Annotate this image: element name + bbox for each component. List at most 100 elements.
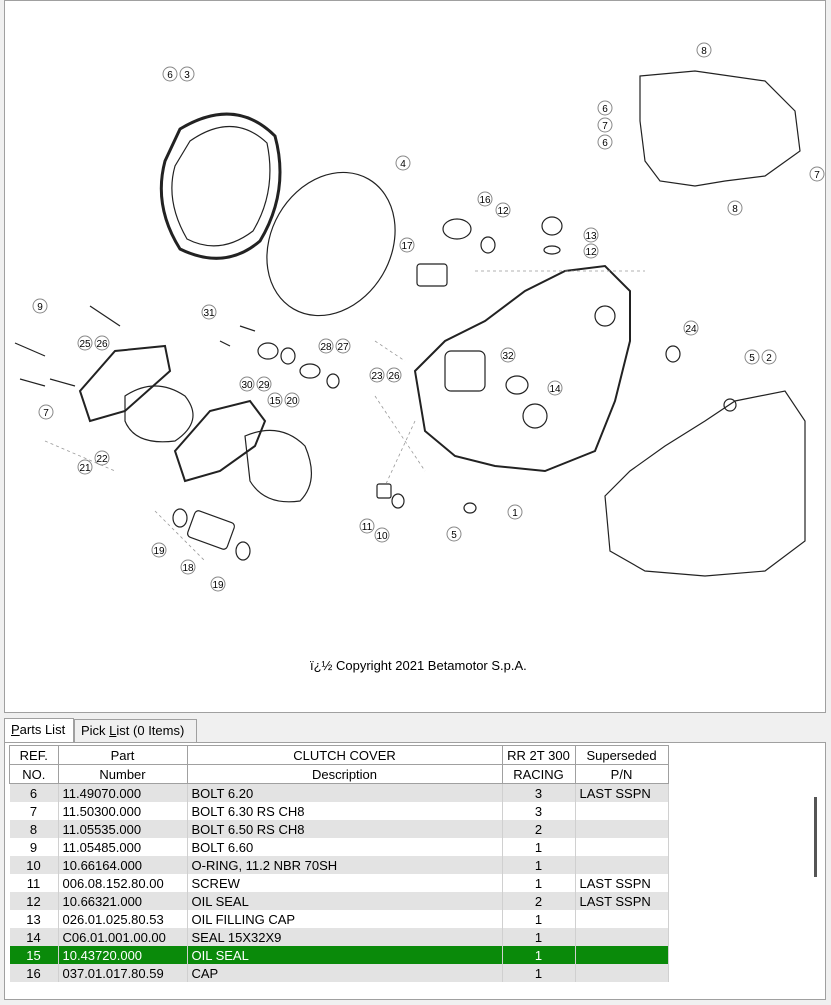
cell-qty: 1 [502, 856, 576, 874]
callout[interactable]: 26 [386, 367, 402, 383]
svg-text:6: 6 [167, 70, 173, 81]
callout[interactable]: 7 [597, 117, 613, 133]
callout[interactable]: 25 [77, 335, 93, 351]
callout[interactable]: 8 [696, 42, 712, 58]
callout[interactable]: 12 [495, 202, 511, 218]
callout[interactable]: 15 [267, 392, 283, 408]
tab-parts-list[interactable]: Parts List [4, 718, 74, 743]
svg-text:17: 17 [401, 241, 413, 252]
callout[interactable]: 31 [201, 304, 217, 320]
svg-text:27: 27 [337, 342, 349, 353]
svg-text:3: 3 [184, 70, 190, 81]
exploded-parts-diagram[interactable]: 6 3 4 8 6 7 6 7 8 16 12 17 13 12 9 31 24… [4, 0, 826, 713]
svg-text:14: 14 [549, 384, 561, 395]
col-qty-subheader[interactable]: RACING [501, 764, 576, 784]
callout[interactable]: 3 [179, 66, 195, 82]
callout[interactable]: 20 [284, 392, 300, 408]
cell-part: 006.08.152.80.00 [58, 874, 188, 892]
callout[interactable]: 19 [151, 542, 167, 558]
svg-text:24: 24 [685, 324, 697, 335]
col-part-subheader[interactable]: Number [57, 764, 188, 784]
callout[interactable]: 12 [583, 243, 599, 259]
col-part-header[interactable]: Part [57, 745, 188, 765]
col-sup-header[interactable]: Superseded [574, 745, 669, 765]
cell-sup [575, 802, 669, 820]
cell-qty: 1 [502, 874, 576, 892]
cell-desc: CAP [187, 964, 503, 982]
callout[interactable]: 6 [597, 100, 613, 116]
callout[interactable]: 30 [239, 376, 255, 392]
col-qty-header[interactable]: RR 2T 300 [501, 745, 576, 765]
cell-sup: LAST SSPN [575, 783, 669, 802]
callout[interactable]: 4 [395, 155, 411, 171]
callout[interactable]: 27 [335, 338, 351, 354]
cell-part: 11.50300.000 [58, 802, 188, 820]
svg-text:15: 15 [269, 396, 281, 407]
vertical-scrollbar[interactable] [809, 745, 823, 997]
cell-ref: 16 [9, 964, 59, 982]
cell-ref: 14 [9, 928, 59, 946]
tab-pick-list[interactable]: Pick List (0 Items) [74, 719, 197, 742]
svg-text:9: 9 [37, 302, 43, 313]
callout[interactable]: 28 [318, 338, 334, 354]
callout[interactable]: 10 [374, 527, 390, 543]
callout[interactable]: 16 [477, 191, 493, 207]
svg-text:22: 22 [96, 454, 108, 465]
svg-text:16: 16 [479, 195, 491, 206]
callout[interactable]: 2 [761, 349, 777, 365]
col-desc-subheader[interactable]: Description [186, 764, 503, 784]
parts-table-panel: REF. Part CLUTCH COVER RR 2T 300 Superse… [4, 742, 826, 1000]
scrollbar-thumb[interactable] [814, 797, 817, 877]
callout[interactable]: 6 [162, 66, 178, 82]
callout[interactable]: 1 [507, 504, 523, 520]
callout[interactable]: 29 [256, 376, 272, 392]
callout[interactable]: 23 [369, 367, 385, 383]
cell-desc: BOLT 6.20 [187, 783, 503, 802]
svg-text:25: 25 [79, 339, 91, 350]
callout[interactable]: 22 [94, 450, 110, 466]
callout[interactable]: 17 [399, 237, 415, 253]
col-sup-subheader[interactable]: P/N [574, 764, 669, 784]
callout[interactable]: 7 [809, 166, 825, 182]
cell-ref: 11 [9, 874, 59, 892]
svg-text:26: 26 [388, 371, 400, 382]
callout[interactable]: 9 [32, 298, 48, 314]
svg-text:26: 26 [96, 339, 108, 350]
cell-part: 11.05535.000 [58, 820, 188, 838]
callout[interactable]: 21 [77, 459, 93, 475]
callout[interactable]: 8 [727, 200, 743, 216]
cell-desc: BOLT 6.60 [187, 838, 503, 856]
callout[interactable]: 24 [683, 320, 699, 336]
callout[interactable]: 6 [597, 134, 613, 150]
callout[interactable]: 18 [180, 559, 196, 575]
col-ref-header[interactable]: REF. [9, 745, 59, 765]
cell-sup: LAST SSPN [575, 892, 669, 910]
callout[interactable]: 26 [94, 335, 110, 351]
col-desc-header[interactable]: CLUTCH COVER [186, 745, 503, 765]
callout[interactable]: 11 [359, 518, 375, 534]
callout[interactable]: 19 [210, 576, 226, 592]
cell-qty: 1 [502, 838, 576, 856]
callout[interactable]: 14 [547, 380, 563, 396]
callout[interactable]: 5 [446, 526, 462, 542]
callout[interactable]: 7 [38, 404, 54, 420]
callout[interactable]: 5 [744, 349, 760, 365]
cell-desc: OIL FILLING CAP [187, 910, 503, 928]
cell-qty: 3 [502, 783, 576, 802]
svg-text:19: 19 [212, 580, 224, 591]
cell-desc: SEAL 15X32X9 [187, 928, 503, 946]
callout[interactable]: 13 [583, 227, 599, 243]
callout[interactable]: 32 [500, 347, 516, 363]
col-ref-subheader[interactable]: NO. [9, 764, 59, 784]
